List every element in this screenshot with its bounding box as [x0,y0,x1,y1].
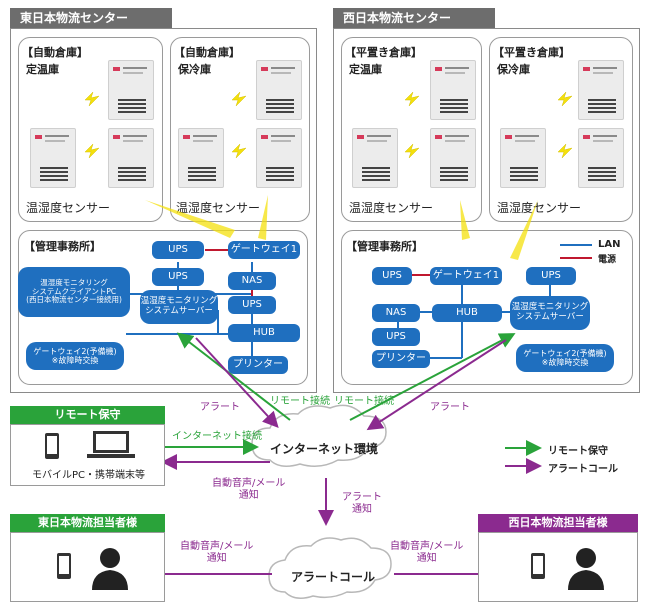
label-auto-voice-2: 自動音声/メール 通知 [180,541,254,564]
person-icon [568,548,604,590]
label-auto-voice-3: 自動音声/メール 通知 [390,541,464,564]
east-ups-2: UPS [152,268,204,286]
person-icon [92,548,128,590]
remote-header: リモート保守 [10,406,165,424]
remote-devices-label: モバイルPC・携帯端末等 [32,470,146,481]
west-gateway-1: ゲートウェイ1 [430,267,502,285]
west-wh1-sensor-label: 温湿度センサー [349,201,434,215]
east-office-title: 【管理事務所】 [24,240,101,253]
sensor-device [30,128,76,188]
west-gateway-2: ゲートウェイ2(予備機) ※故障時交換 [516,344,614,372]
label-alert-down: アラート 通知 [342,492,382,515]
label-internet-conn: インターネット接続 [172,431,262,442]
east-wh1-sensor-label: 温湿度センサー [26,201,111,215]
alert-call-label: アラートコール [291,570,376,584]
west-ups-right: UPS [526,267,576,285]
west-ups-2: UPS [372,328,420,346]
sensor-device [108,128,154,188]
sensor-device [578,60,624,120]
east-gateway-2: ゲートウェイ2(予備機) ※故障時交換 [26,342,124,370]
phone-icon [57,553,71,579]
west-wh2-subtitle: 保冷庫 [497,63,530,76]
east-center-header: 東日本物流センター [10,8,172,28]
west-center-header: 西日本物流センター [333,8,495,28]
east-ups-3: UPS [228,296,276,314]
west-server: 温湿度モニタリング システムサーバー [510,296,590,330]
east-hub: HUB [228,324,300,342]
west-person-box [478,532,638,602]
west-person-header: 西日本物流担当者様 [478,514,638,532]
label-alert-left: アラート [200,402,240,413]
legend-alert-label: アラートコール [548,464,618,475]
label-alert-right: アラート [430,402,470,413]
label-remote-conn-right: リモート接続 [334,396,394,407]
sensor-device [352,128,398,188]
internet-label: インターネット環境 [270,442,379,456]
sensor-device [256,60,302,120]
west-ups-1: UPS [372,267,412,285]
east-wh1-subtitle: 定温庫 [26,63,59,76]
east-person-header: 東日本物流担当者様 [10,514,165,532]
label-remote-conn-left: リモート接続 [270,396,330,407]
west-wh1-subtitle: 定温庫 [349,63,382,76]
east-gateway-1: ゲートウェイ1 [228,241,300,259]
sensor-device [256,128,302,188]
laptop-icon [87,431,135,458]
internet-cloud-shape [251,404,387,467]
phone-icon [45,433,59,459]
west-wh1-title: 【平置き倉庫】 [345,46,422,59]
sensor-device [430,60,476,120]
west-wh2-title: 【平置き倉庫】 [493,46,570,59]
east-nas: NAS [228,272,276,290]
phone-icon [531,553,545,579]
label-auto-voice-1: 自動音声/メール 通知 [212,478,286,501]
east-ups-1: UPS [152,241,204,259]
east-server: 温湿度モニタリング システムサーバー [140,290,218,324]
sensor-device [500,128,546,188]
west-office-title: 【管理事務所】 [346,240,423,253]
sensor-device [108,60,154,120]
west-printer: プリンター [372,350,430,368]
west-wh2-sensor-label: 温湿度センサー [497,201,582,215]
legend-lan-label: LAN [598,239,621,250]
legend-power-label: 電源 [598,255,617,265]
sensor-device [578,128,624,188]
west-nas: NAS [372,304,420,322]
east-wh2-title: 【自動倉庫】 [174,46,240,59]
sensor-device [178,128,224,188]
east-wh2-sensor-label: 温湿度センサー [176,201,261,215]
east-wh1-title: 【自動倉庫】 [22,46,88,59]
west-hub: HUB [432,304,502,322]
east-client-pc: 温湿度モニタリング システムクライアントPC (西日本物流センター接続用) [18,267,130,317]
sensor-device [430,128,476,188]
east-wh2-subtitle: 保冷庫 [178,63,211,76]
east-person-box [10,532,165,602]
legend-remote-label: リモート保守 [548,446,608,457]
east-printer: プリンター [228,356,288,374]
